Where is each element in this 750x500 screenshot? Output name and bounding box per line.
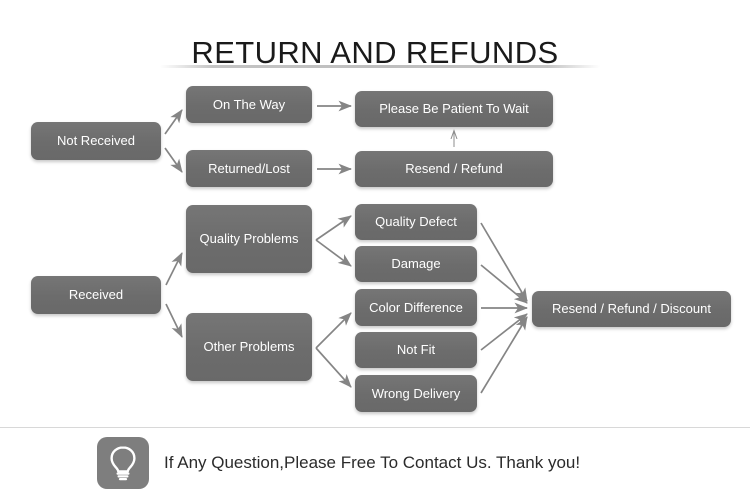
footer-divider: [0, 427, 750, 428]
arrow-quality-defect-to-final: [480, 222, 528, 302]
node-other-problems[interactable]: Other Problems: [186, 313, 312, 381]
footer: If Any Question,Please Free To Contact U…: [97, 437, 580, 489]
node-not-fit[interactable]: Not Fit: [355, 332, 477, 368]
footer-text: If Any Question,Please Free To Contact U…: [164, 453, 581, 472]
arrow-wrong-delivery-to-final: [480, 316, 528, 394]
node-wrong-delivery[interactable]: Wrong Delivery: [355, 375, 477, 412]
arrow-quality-problems-to-quality-defect: [315, 215, 352, 241]
arrow-not-fit-to-final: [480, 313, 528, 351]
arrow-not-received-to-on-the-way: [164, 109, 183, 135]
node-please-be-patient[interactable]: Please Be Patient To Wait: [355, 91, 553, 127]
node-color-difference[interactable]: Color Difference: [355, 289, 477, 326]
node-resend-refund-discount[interactable]: Resend / Refund / Discount: [532, 291, 731, 327]
arrow-received-to-other-problems: [165, 303, 183, 338]
arrow-quality-problems-to-damage: [315, 239, 352, 267]
node-quality-defect[interactable]: Quality Defect: [355, 204, 477, 240]
node-not-received[interactable]: Not Received: [31, 122, 161, 160]
node-returned-lost[interactable]: Returned/Lost: [186, 150, 312, 187]
node-quality-problems[interactable]: Quality Problems: [186, 205, 312, 273]
node-received[interactable]: Received: [31, 276, 161, 314]
arrow-other-problems-to-color-difference: [315, 312, 352, 349]
arrow-other-problems-to-wrong-delivery: [315, 347, 352, 388]
arrow-received-to-quality-problems: [165, 252, 183, 286]
lightbulb-icon: [97, 437, 149, 489]
node-on-the-way[interactable]: On The Way: [186, 86, 312, 123]
arrow-damage-to-final: [480, 264, 528, 304]
node-damage[interactable]: Damage: [355, 246, 477, 282]
arrow-not-received-to-returned-lost: [164, 147, 183, 173]
title-divider: [160, 65, 600, 68]
page-title: RETURN AND REFUNDS: [191, 34, 559, 70]
node-resend-refund[interactable]: Resend / Refund: [355, 151, 553, 187]
